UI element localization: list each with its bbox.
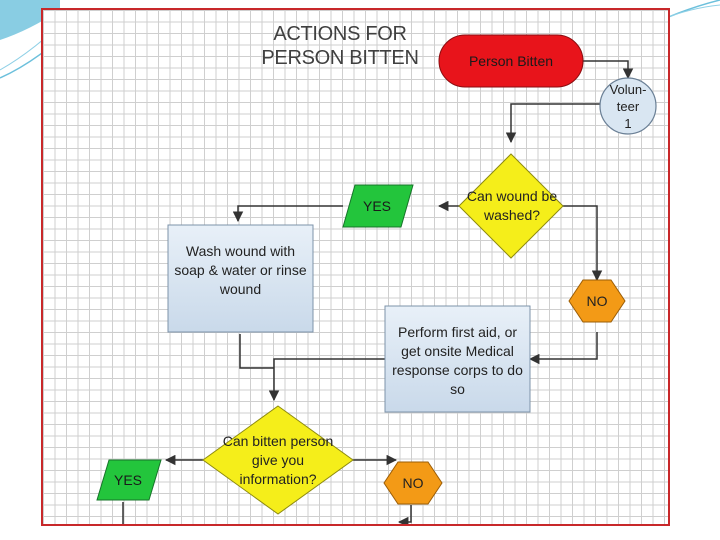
start-terminator: [438, 34, 584, 88]
volunteer-label: Volun- teer 1: [609, 81, 647, 131]
no-2-label: NO: [402, 474, 424, 491]
connector-no-to-firstaid: [528, 332, 598, 365]
connector-yes-to-wash: [232, 205, 343, 223]
yes-2-label: YES: [113, 471, 142, 488]
flowchart-canvas: ACTIONS FOR PERSON BITTEN: [41, 8, 670, 526]
wash-process-box: [167, 224, 314, 333]
start-label: Person Bitten: [468, 52, 554, 69]
volunteer-circle: [599, 77, 657, 135]
flowchart-shapes-and-connectors: [96, 34, 657, 524]
wash-label: Wash wound with soap & water or rinse wo…: [174, 242, 307, 297]
firstaid-process-box: [384, 305, 531, 413]
yes-2-parallelogram: [96, 459, 162, 501]
connector-decision1-to-no: [563, 205, 603, 282]
connector-start-to-volunteer: [583, 60, 634, 80]
no-1-label: NO: [586, 292, 608, 309]
connector-firstaid-to-merge: [268, 358, 385, 402]
diagram-title: ACTIONS FOR PERSON BITTEN: [261, 23, 419, 69]
connector-no2-down: [397, 505, 412, 524]
connector-wash-to-merge: [239, 334, 274, 369]
no-2-hexagon: [383, 461, 443, 505]
decision-info-label: Can bitten person give you information?: [222, 432, 334, 487]
firstaid-label: Perform first aid, or get onsite Medical…: [392, 324, 523, 397]
no-1-hexagon: [568, 279, 626, 323]
decision-info-diamond: [202, 405, 354, 515]
decision-washed-diamond: [458, 153, 564, 259]
yes-1-label: YES: [362, 197, 391, 214]
decision-washed-label: Can wound be washed?: [466, 188, 558, 223]
yes-1-parallelogram: [342, 184, 414, 228]
